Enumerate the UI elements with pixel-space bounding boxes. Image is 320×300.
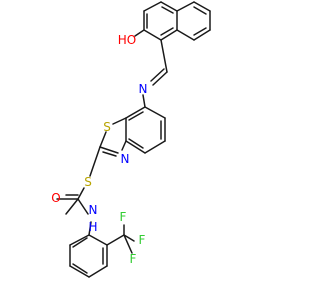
naphthalene-ring-left: [143, 1, 178, 41]
imine-nitrogen-label: N: [139, 82, 148, 96]
amide-bond: [77, 198, 89, 215]
thiazole-nitrogen-label: N: [121, 152, 130, 166]
carbonyl-oxygen-label: O: [51, 191, 60, 205]
thioether-sulfur-label: S: [84, 175, 92, 189]
amide-aryl-bond: [88, 221, 92, 236]
hydroxyl-label: HO: [118, 33, 136, 47]
structure-svg: HO N S N S O N H F F F: [51, 1, 211, 278]
fluorine-label-2: F: [139, 233, 146, 247]
thiazole-ring: [99, 117, 127, 157]
imine-linker: [142, 39, 168, 108]
hydroxyl-bond: [134, 29, 145, 37]
phenyl-ring: [69, 234, 108, 278]
amide-hydrogen-label: H: [88, 220, 97, 234]
amide-nitrogen-label: N: [89, 203, 98, 217]
fluorine-label-1: F: [120, 210, 127, 224]
fluorine-label-3: F: [130, 252, 137, 266]
molecule-diagram: HO N S N S O N H F F F: [51, 1, 211, 278]
trifluoromethyl-group: [106, 224, 135, 254]
thioacetamide-chain: [56, 146, 101, 215]
benzothiazole-benzene-ring: [125, 106, 166, 154]
thiazole-sulfur-label: S: [103, 120, 111, 134]
naphthalene-ring-right: [176, 1, 211, 41]
